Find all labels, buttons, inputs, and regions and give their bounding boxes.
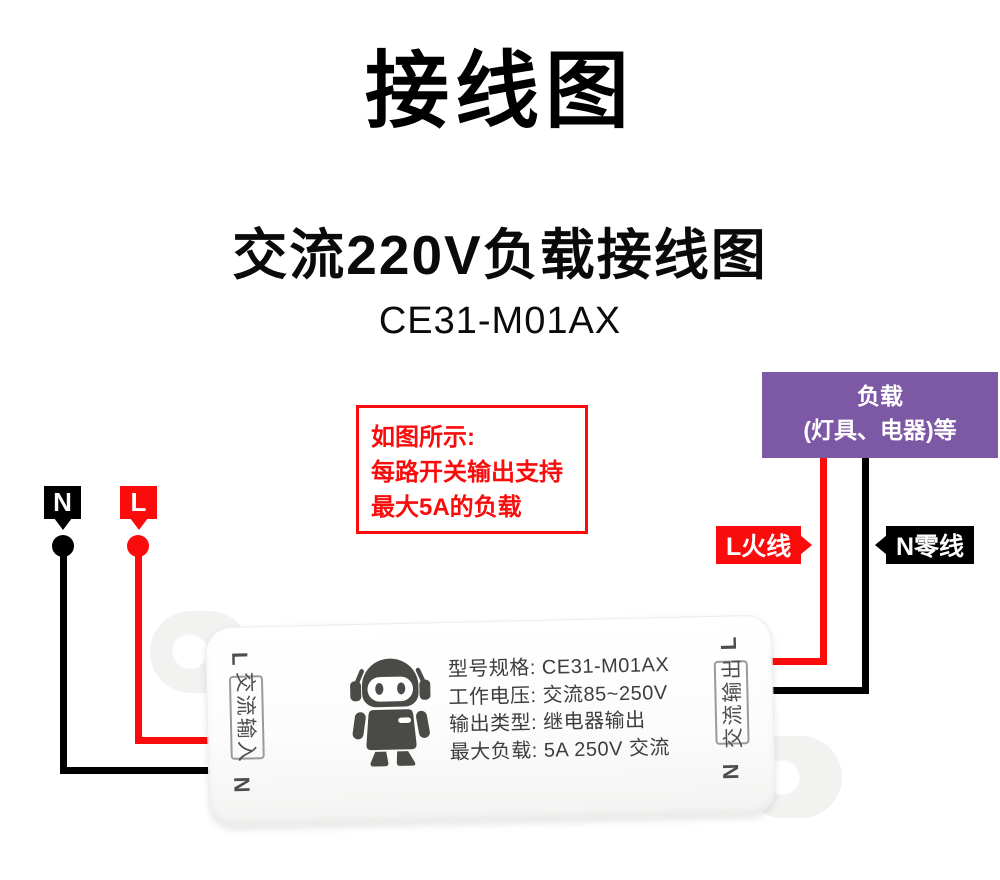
load-box: 负载 (灯具、电器)等 xyxy=(762,372,998,458)
neutral-wire-tag: N零线 xyxy=(886,526,975,564)
input-port-label: 交流输入 xyxy=(232,671,258,764)
pin-live: L xyxy=(120,486,157,519)
load-label-line: 负载 xyxy=(857,383,903,409)
robot-icon xyxy=(350,658,431,767)
neutral-wire-vertical-left xyxy=(60,546,67,774)
device-body: L 交流输入 N 型号规格: CE31-M01AX xyxy=(204,614,777,828)
live-wire-horizontal-left xyxy=(135,737,265,744)
terminal-l-left: L xyxy=(227,651,253,666)
load-label-line: (灯具、电器)等 xyxy=(803,417,957,443)
spec-max-load: 最大负载: 5A 250V 交流 xyxy=(449,736,671,764)
neutral-wire-tag-label: N零线 xyxy=(896,533,965,561)
note-line: 如图所示: xyxy=(371,424,475,451)
terminal-n-right: N xyxy=(717,763,744,780)
live-wire-vertical-left xyxy=(135,546,142,744)
device-specs: 型号规格: CE31-M01AX 工作电压: 交流85~250V 输出类型: 继… xyxy=(448,652,672,767)
mounting-ear-left xyxy=(150,611,250,693)
model-number: CE31-M01AX xyxy=(378,300,622,342)
neutral-wire-horizontal-right xyxy=(750,687,869,694)
note-box: 如图所示: 每路开关输出支持 最大5A的负载 xyxy=(356,405,588,534)
spec-output-type: 输出类型: 继电器输出 xyxy=(448,709,646,736)
live-wire-tag-label: L火线 xyxy=(726,533,792,561)
input-port-box: 交流输入 xyxy=(228,671,265,764)
page-title: 接线图 xyxy=(364,44,635,138)
neutral-wire-horizontal-left xyxy=(60,767,265,774)
output-port-label: 交流输出 xyxy=(720,656,746,749)
mounting-hole-left xyxy=(172,633,208,669)
note-line: 最大5A的负载 xyxy=(371,494,522,521)
live-wire-tag: L火线 xyxy=(716,526,802,564)
terminal-l-right: L xyxy=(715,636,742,651)
page-subtitle: 交流220V负载接线图 xyxy=(232,224,768,286)
note-line: 每路开关输出支持 xyxy=(371,459,563,486)
live-wire-vertical-right xyxy=(820,450,827,665)
neutral-wire-vertical-right xyxy=(862,450,869,694)
live-wire-horizontal-right xyxy=(740,658,827,665)
output-port-box: 交流输出 xyxy=(713,656,750,749)
pin-live-label: L xyxy=(130,487,147,517)
spec-model: 型号规格: CE31-M01AX xyxy=(447,653,670,681)
pin-neutral: N xyxy=(44,486,81,519)
terminal-n-left: N xyxy=(229,776,255,793)
pin-neutral-label: N xyxy=(53,487,72,517)
